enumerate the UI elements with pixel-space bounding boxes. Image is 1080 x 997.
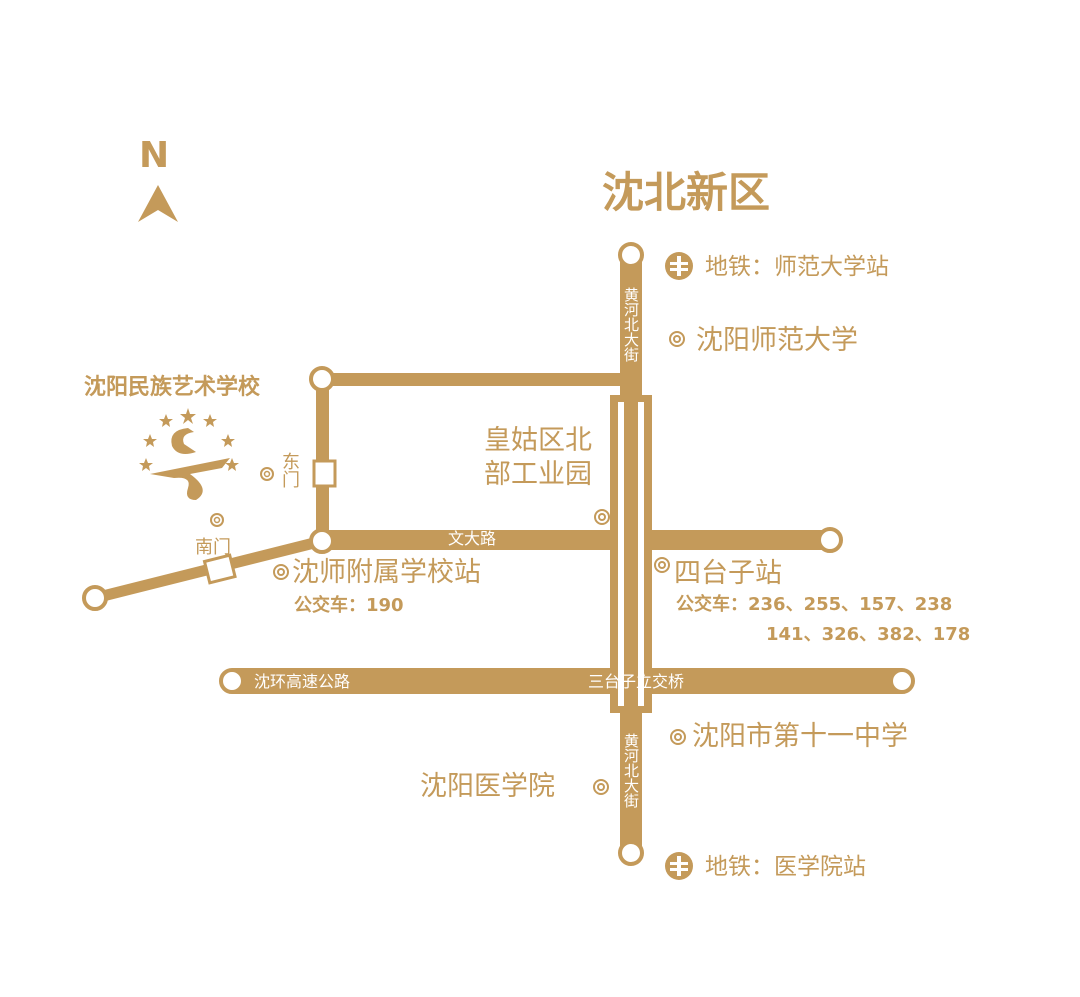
metro-icon: [665, 852, 693, 880]
road-huanghe-south: [620, 705, 642, 853]
industrial-park-line2: 部工业园: [484, 459, 592, 490]
medical-univ-label: 沈阳医学院: [420, 771, 555, 802]
road-label-santaizi: 三台子立交桥: [588, 672, 685, 691]
road-huanghe-triple: [610, 395, 652, 713]
road-label-huanghe-south: 黄河北大街: [622, 733, 640, 808]
district-title: 沈北新区: [602, 168, 771, 217]
sitaizi-bus-line2: 141、326、382、178: [766, 624, 971, 645]
school-name: 沈阳民族艺术学校: [84, 375, 261, 400]
east-gate-label: 东门: [279, 452, 300, 488]
road-label-wenda: 文大路: [448, 529, 497, 548]
shenshi-station-label: 沈师附属学校站: [292, 557, 481, 588]
road-label-huanghe-north: 黄河北大街: [622, 287, 640, 362]
poi-marker-icon: [210, 331, 686, 795]
industrial-park-line1: 皇姑区北: [484, 425, 592, 456]
south-gate-marker: [202, 553, 237, 585]
compass-letter: N: [139, 135, 170, 176]
sitaizi-bus-line1: 公交车：236、255、157、238: [676, 594, 953, 615]
road-wenda: [322, 530, 832, 550]
road-huanghe-north: [620, 255, 642, 400]
school-logo-icon: [139, 408, 239, 500]
road-school-north: [322, 373, 632, 386]
north-arrow-icon: [138, 185, 178, 222]
normal-univ-label: 沈阳师范大学: [696, 325, 858, 356]
shenshi-bus-label: 公交车：190: [294, 595, 404, 616]
road-shenhuan: [232, 668, 902, 694]
road-endpoints: [82, 242, 915, 866]
road-label-shenhuan: 沈环高速公路: [254, 672, 351, 691]
metro-top-label: 地铁：师范大学站: [705, 254, 889, 280]
south-gate-label: 南门: [195, 537, 231, 558]
east-gate-marker: [312, 459, 337, 488]
sitaizi-station-label: 四台子站: [674, 558, 782, 589]
metro-bottom-label: 地铁：医学院站: [705, 854, 866, 880]
no11-school-label: 沈阳市第十一中学: [692, 721, 908, 752]
metro-icon: [665, 252, 693, 280]
